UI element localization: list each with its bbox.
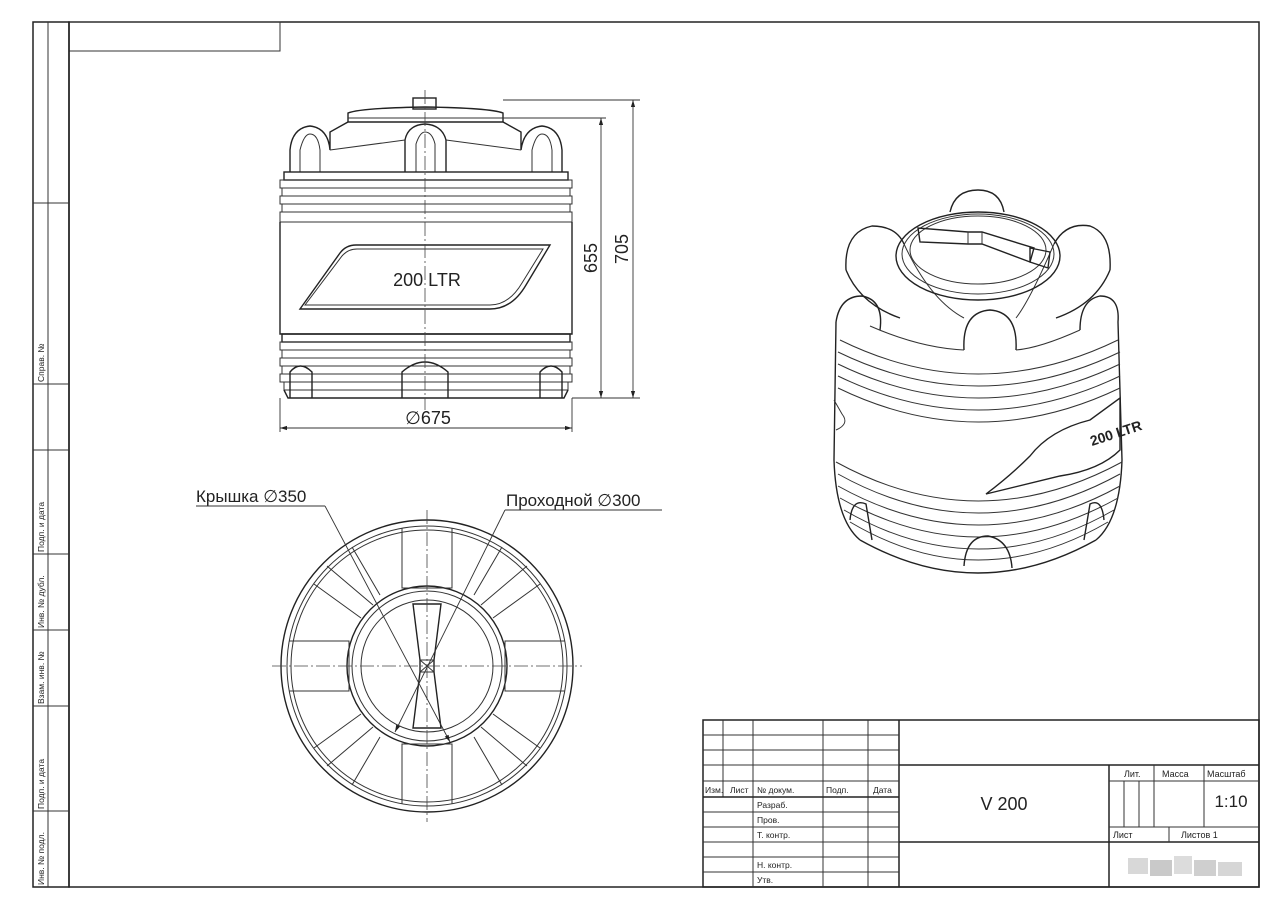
tb-role-nkontr: Н. контр.: [757, 860, 792, 870]
tb-scale-value: 1:10: [1214, 792, 1247, 811]
tb-mass-label: Масса: [1162, 769, 1189, 779]
iso-view-label: 200 LTR: [1088, 417, 1144, 449]
dim-diameter: ∅675: [405, 408, 451, 428]
dim-height-body: 655: [581, 243, 601, 273]
dim-height-total: 705: [612, 234, 632, 264]
strip-label-inv-dubl: Инв. № дубл.: [36, 575, 46, 628]
blurred-organisation: [1128, 856, 1242, 876]
strip-label-podp2: Подп. и дата: [36, 759, 46, 809]
strip-label-sprav: Справ. №: [36, 343, 46, 382]
tb-sheet-label: Лист: [1113, 830, 1133, 840]
tb-header-sign: Подп.: [826, 785, 849, 795]
tb-scale-label: Масштаб: [1207, 769, 1246, 779]
tb-header-izm: Изм.: [705, 785, 723, 795]
strip-label-podp1: Подп. и дата: [36, 502, 46, 552]
iso-view: 200 LTR: [833, 189, 1144, 574]
top-view-lid-label: Крышка ∅350: [196, 487, 306, 506]
top-view: Крышка ∅350 Проходной ∅300: [196, 487, 662, 822]
tb-role-prov: Пров.: [757, 815, 779, 825]
front-view: 200 LTR 655 705 ∅675: [279, 90, 640, 432]
tb-header-list: Лист: [730, 785, 749, 795]
tb-designation: V 200: [980, 794, 1027, 814]
tb-header-date: Дата: [873, 785, 892, 795]
sheet-frame: [68, 21, 1260, 888]
tb-sheets-label: Листов 1: [1181, 830, 1218, 840]
strip-label-inv-podl: Инв. № подл.: [36, 832, 46, 885]
tb-role-tkontr: Т. контр.: [757, 830, 790, 840]
strip-label-vzam: Взам. инв. №: [36, 651, 46, 704]
front-view-label: 200 LTR: [393, 270, 461, 290]
title-block: Изм. Лист № докум. Подп. Дата Разраб. Пр…: [702, 719, 1260, 888]
tb-role-razrab: Разраб.: [757, 800, 788, 810]
side-strip: Справ. № Подп. и дата Инв. № дубл. Взам.…: [32, 21, 70, 888]
top-view-manhole-label: Проходной ∅300: [506, 491, 640, 510]
tb-header-doc: № докум.: [757, 785, 794, 795]
tb-role-utv: Утв.: [757, 875, 773, 885]
tb-lit-label: Лит.: [1124, 769, 1141, 779]
